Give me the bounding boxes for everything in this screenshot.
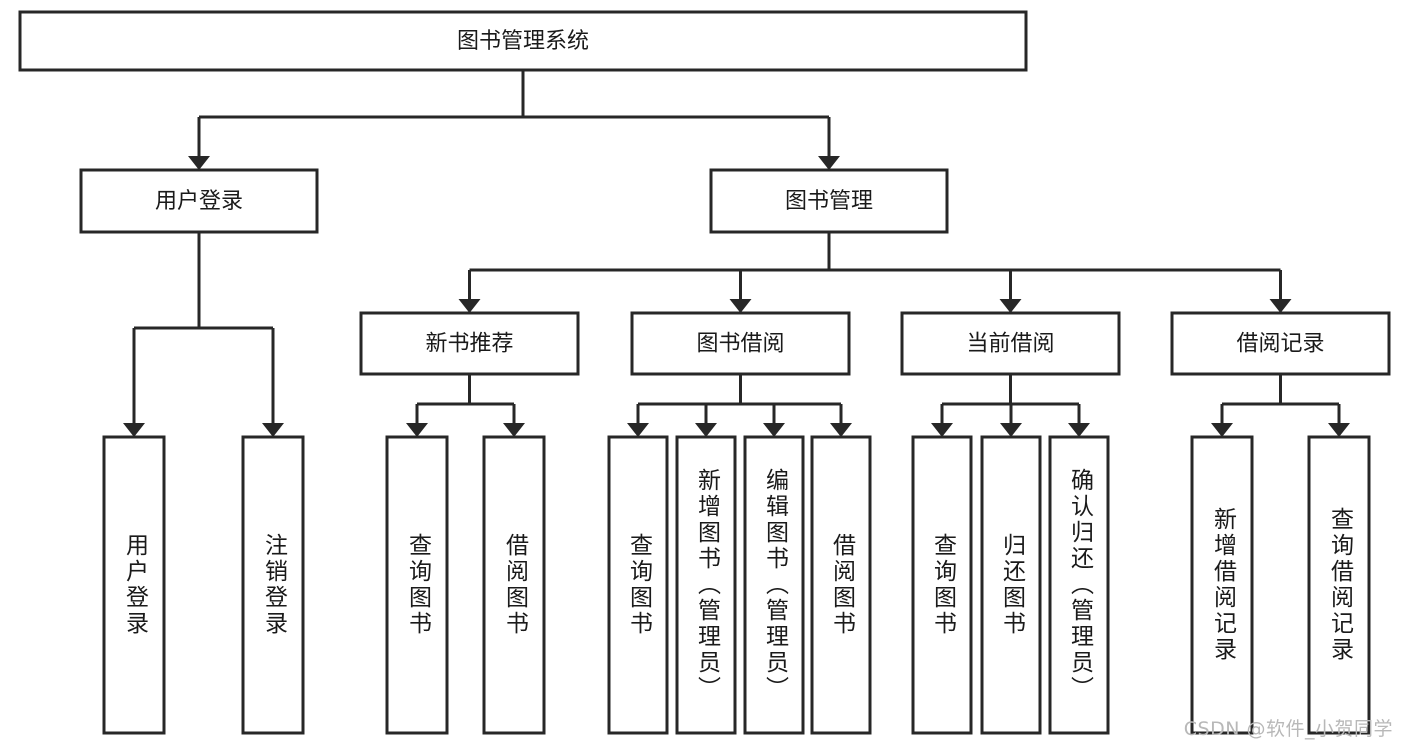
node-box <box>1048 435 1110 735</box>
node-box <box>482 435 546 735</box>
node-box <box>1170 311 1391 376</box>
arrow-head-icon <box>188 156 210 170</box>
node-l3-current-borrow[interactable]: 当前借阅 <box>900 311 1121 376</box>
node-l3-new-book-rec[interactable]: 新书推荐 <box>359 311 580 376</box>
node-label: 新书推荐 <box>425 332 513 357</box>
node-leaf-br-query-record[interactable] <box>1307 435 1371 735</box>
node-box <box>607 435 669 735</box>
node-label: 图书借阅 <box>696 332 784 357</box>
node-leaf-bb-borrow-book[interactable] <box>810 435 872 735</box>
node-leaf-bb-query-book[interactable] <box>607 435 669 735</box>
arrow-head-icon <box>999 299 1022 313</box>
arrow-head-icon <box>763 423 785 437</box>
node-box <box>1307 435 1371 735</box>
arrow-head-icon <box>729 299 752 313</box>
node-label: 用户登录 <box>155 189 243 214</box>
arrow-head-icon <box>1000 423 1022 437</box>
node-leaf-rec-borrow-book[interactable] <box>482 435 546 735</box>
node-box <box>630 311 851 376</box>
arrow-head-icon <box>1211 423 1233 437</box>
arrow-head-icon <box>503 423 525 437</box>
node-leaf-bb-edit-book[interactable] <box>743 435 805 735</box>
csdn-watermark: CSDN @软件_小贺同学 <box>1183 718 1393 740</box>
arrow-head-icon <box>931 423 953 437</box>
node-box <box>1190 435 1254 735</box>
arrow-head-icon <box>458 299 481 313</box>
edge-layer <box>123 70 1350 437</box>
arrow-head-icon <box>406 423 428 437</box>
node-box <box>79 168 319 234</box>
node-leaf-cb-return-book[interactable] <box>980 435 1042 735</box>
node-box <box>709 168 949 234</box>
arrow-head-icon <box>830 423 852 437</box>
node-label: 图书管理 <box>785 189 873 214</box>
node-box <box>810 435 872 735</box>
node-box <box>743 435 805 735</box>
node-box <box>385 435 449 735</box>
node-l3-book-borrow[interactable]: 图书借阅 <box>630 311 851 376</box>
node-box <box>980 435 1042 735</box>
node-leaf-rec-query-book[interactable] <box>385 435 449 735</box>
node-l3-borrow-record[interactable]: 借阅记录 <box>1170 311 1391 376</box>
node-leaf-cb-query-book[interactable] <box>911 435 973 735</box>
arrow-head-icon <box>1269 299 1292 313</box>
node-box <box>359 311 580 376</box>
node-leaf-bb-add-book[interactable] <box>675 435 737 735</box>
node-root[interactable]: 图书管理系统 <box>18 10 1028 72</box>
node-box <box>18 10 1028 72</box>
node-box <box>102 435 166 735</box>
node-leaf-user-login[interactable] <box>102 435 166 735</box>
node-box <box>900 311 1121 376</box>
arrow-head-icon <box>627 423 649 437</box>
arrow-head-icon <box>262 423 284 437</box>
node-leaf-cb-confirm-return[interactable] <box>1048 435 1110 735</box>
node-leaf-br-add-record[interactable] <box>1190 435 1254 735</box>
node-leaf-user-logout[interactable] <box>241 435 305 735</box>
node-box <box>241 435 305 735</box>
node-label: 当前借阅 <box>966 332 1054 357</box>
arrow-head-icon <box>123 423 145 437</box>
node-l2-user-login[interactable]: 用户登录 <box>79 168 319 234</box>
arrow-head-icon <box>1068 423 1090 437</box>
node-box <box>911 435 973 735</box>
arrow-head-icon <box>1328 423 1350 437</box>
node-label: 图书管理系统 <box>457 29 589 54</box>
node-box <box>675 435 737 735</box>
node-label: 借阅记录 <box>1236 332 1324 357</box>
node-l2-book-mgmt[interactable]: 图书管理 <box>709 168 949 234</box>
arrow-head-icon <box>695 423 717 437</box>
arrow-head-icon <box>818 156 840 170</box>
